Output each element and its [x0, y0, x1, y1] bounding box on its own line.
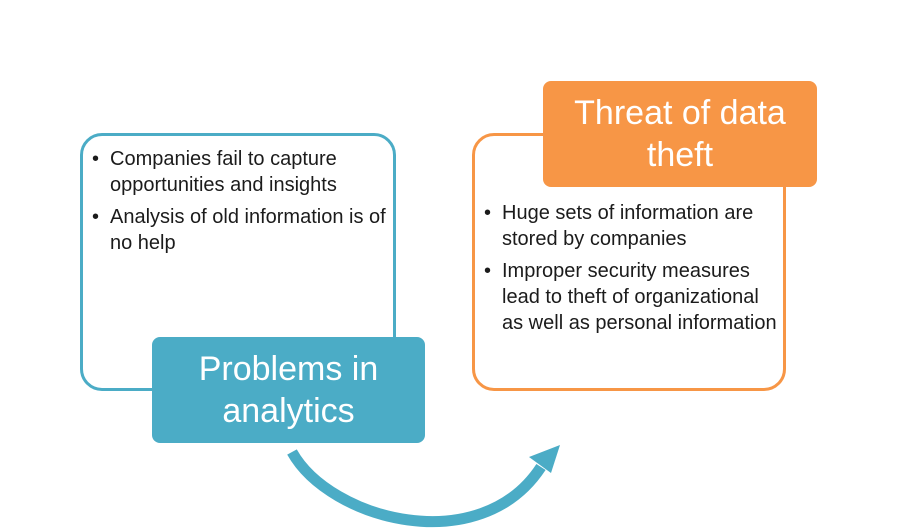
curved-arrow-head: [529, 445, 560, 473]
threat-bullet: Improper security measures lead to theft…: [482, 258, 778, 336]
curved-arrow-path: [287, 449, 546, 528]
problems-bullet: Companies fail to capture opportunities …: [90, 146, 390, 198]
problems-heading-text: Problems in analytics: [198, 350, 379, 430]
threat-bullet: Huge sets of information are stored by c…: [482, 200, 778, 252]
problems-bullet: Analysis of old information is of no hel…: [90, 204, 390, 256]
problems-bullet-list: Companies fail to capture opportunities …: [90, 146, 390, 262]
threat-heading-text: Threat of data theft: [574, 94, 786, 174]
threat-heading-box: Threat of data theft: [543, 81, 817, 187]
threat-bullet-list: Huge sets of information are stored by c…: [482, 200, 778, 342]
problems-heading-box: Problems in analytics: [152, 337, 425, 443]
